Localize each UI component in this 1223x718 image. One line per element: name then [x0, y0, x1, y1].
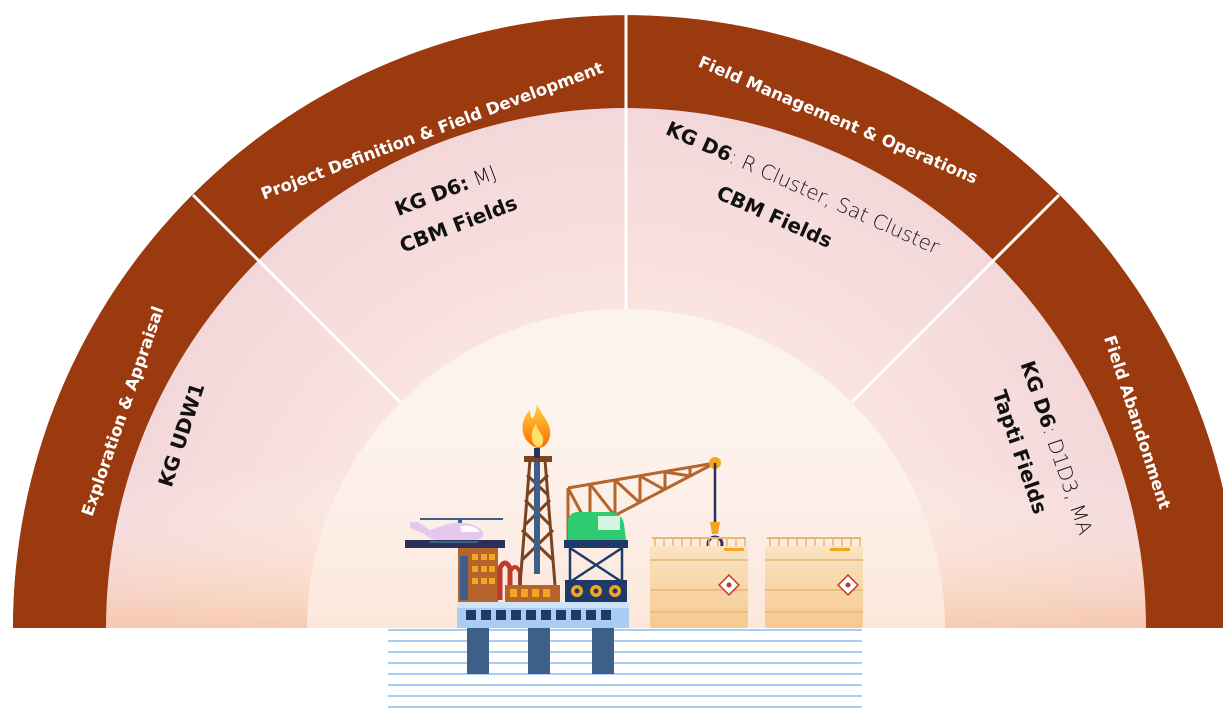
sea-water-icon — [388, 629, 862, 708]
crane-icon — [564, 457, 724, 602]
flare-flame-icon — [522, 404, 551, 448]
offshore-rig-icon — [388, 404, 863, 708]
storage-tank-icon — [650, 537, 863, 628]
sector-area — [106, 108, 1146, 628]
sector-dividers — [191, 15, 1061, 404]
helicopter-icon — [410, 518, 503, 543]
